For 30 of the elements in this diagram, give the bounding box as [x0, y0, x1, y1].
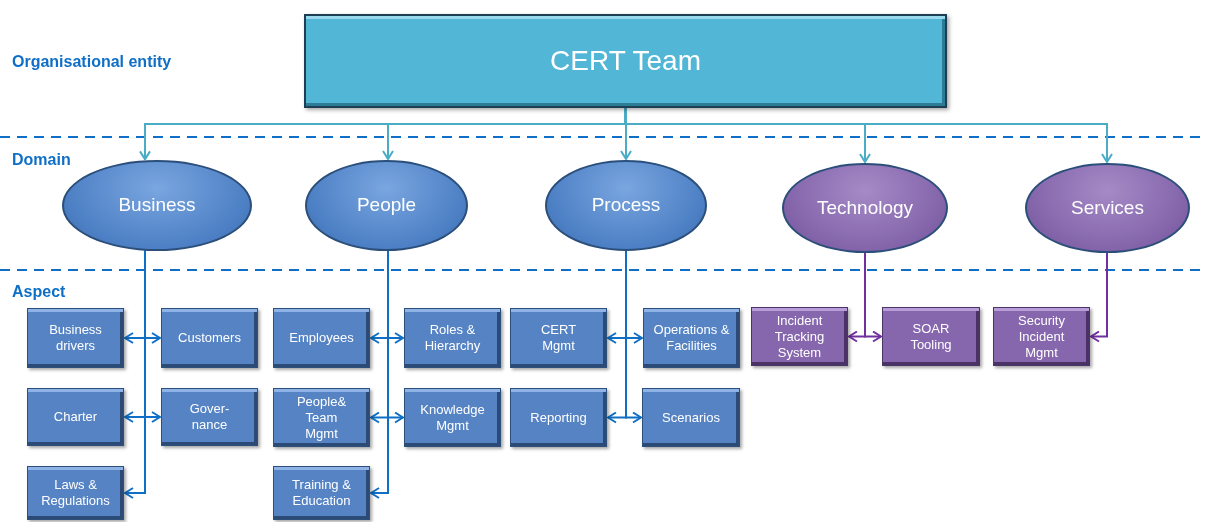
- domain-ellipse: People: [305, 160, 468, 251]
- aspect-box: Knowledge Mgmt: [404, 388, 501, 447]
- aspect-box: People& Team Mgmt: [273, 388, 370, 447]
- connector-arrow: [624, 107, 1113, 163]
- entity-box: CERT Team: [304, 14, 947, 108]
- aspect-box: Customers: [161, 308, 258, 368]
- connector-arrow: [124, 249, 146, 499]
- aspect-box: Gover- nance: [161, 388, 258, 446]
- aspect-box: Security Incident Mgmt: [993, 307, 1090, 366]
- aspect-box: SOAR Tooling: [882, 307, 980, 366]
- aspect-box: Scenarios: [642, 388, 740, 447]
- level-label: Aspect: [12, 282, 66, 302]
- aspect-box: Incident Tracking System: [751, 307, 848, 366]
- connector-arrow: [370, 250, 389, 499]
- aspect-box: Reporting: [510, 388, 607, 447]
- aspect-box: Business drivers: [27, 308, 124, 368]
- aspect-box: Operations & Facilities: [643, 308, 740, 368]
- aspect-box: Laws & Regulations: [27, 466, 124, 520]
- connector-arrow: [864, 252, 882, 343]
- aspect-box: Training & Education: [273, 466, 370, 520]
- aspect-box: Employees: [273, 308, 370, 368]
- aspect-box: Roles & Hierarchy: [404, 308, 501, 368]
- domain-ellipse: Services: [1025, 163, 1190, 253]
- domain-ellipse: Technology: [782, 163, 948, 253]
- aspect-box: CERT Mgmt: [510, 308, 607, 368]
- aspect-box: Charter: [27, 388, 124, 446]
- domain-ellipse: Process: [545, 160, 707, 251]
- connector-arrow: [1090, 252, 1108, 343]
- level-label: Organisational entity: [12, 52, 172, 72]
- connector-arrow: [625, 250, 642, 424]
